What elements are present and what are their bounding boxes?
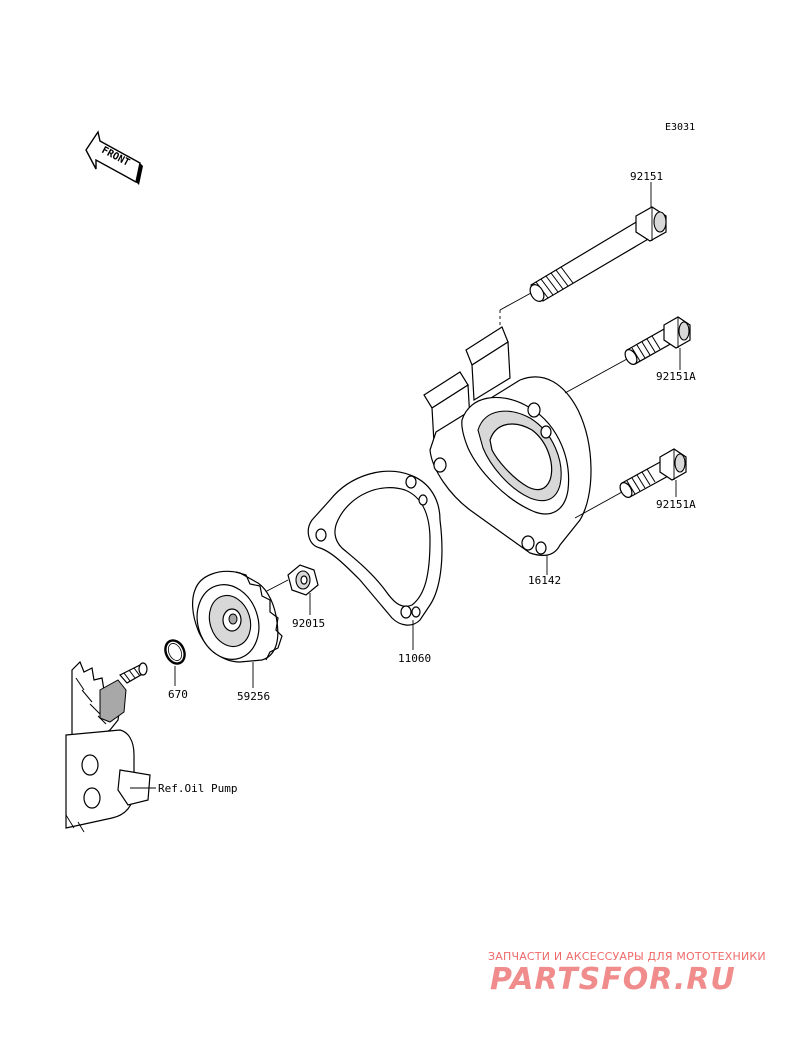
pump-cover-part[interactable] bbox=[423, 326, 592, 556]
part-number-92151A-lower: 92151A bbox=[656, 498, 696, 511]
diagram-code: E3031 bbox=[665, 122, 695, 133]
long-bolt-part[interactable] bbox=[527, 206, 667, 304]
part-number-16142: 16142 bbox=[528, 574, 561, 587]
watermark-tagline: ЗАПЧАСТИ И АКСЕССУАРЫ ДЛЯ МОТОТЕХНИКИ bbox=[488, 950, 766, 963]
washer-part[interactable] bbox=[287, 564, 319, 596]
part-number-670: 670 bbox=[168, 688, 188, 701]
part-number-92015: 92015 bbox=[292, 617, 325, 630]
oil-pump-reference-part[interactable] bbox=[65, 660, 151, 833]
part-number-11060: 11060 bbox=[398, 652, 431, 665]
impeller-part[interactable] bbox=[188, 570, 283, 667]
o-ring-part[interactable] bbox=[162, 637, 188, 666]
part-number-59256: 59256 bbox=[237, 690, 270, 703]
part-number-92151: 92151 bbox=[630, 170, 663, 183]
lower-bolt-part[interactable] bbox=[618, 448, 687, 499]
watermark-logo: PARTSFOR.RU bbox=[490, 962, 736, 997]
part-number-92151A-upper: 92151A bbox=[656, 370, 696, 383]
gasket-part[interactable] bbox=[307, 470, 443, 626]
front-arrow-icon: FRONT bbox=[85, 130, 143, 185]
oil-pump-reference-label: Ref.Oil Pump bbox=[158, 782, 237, 795]
